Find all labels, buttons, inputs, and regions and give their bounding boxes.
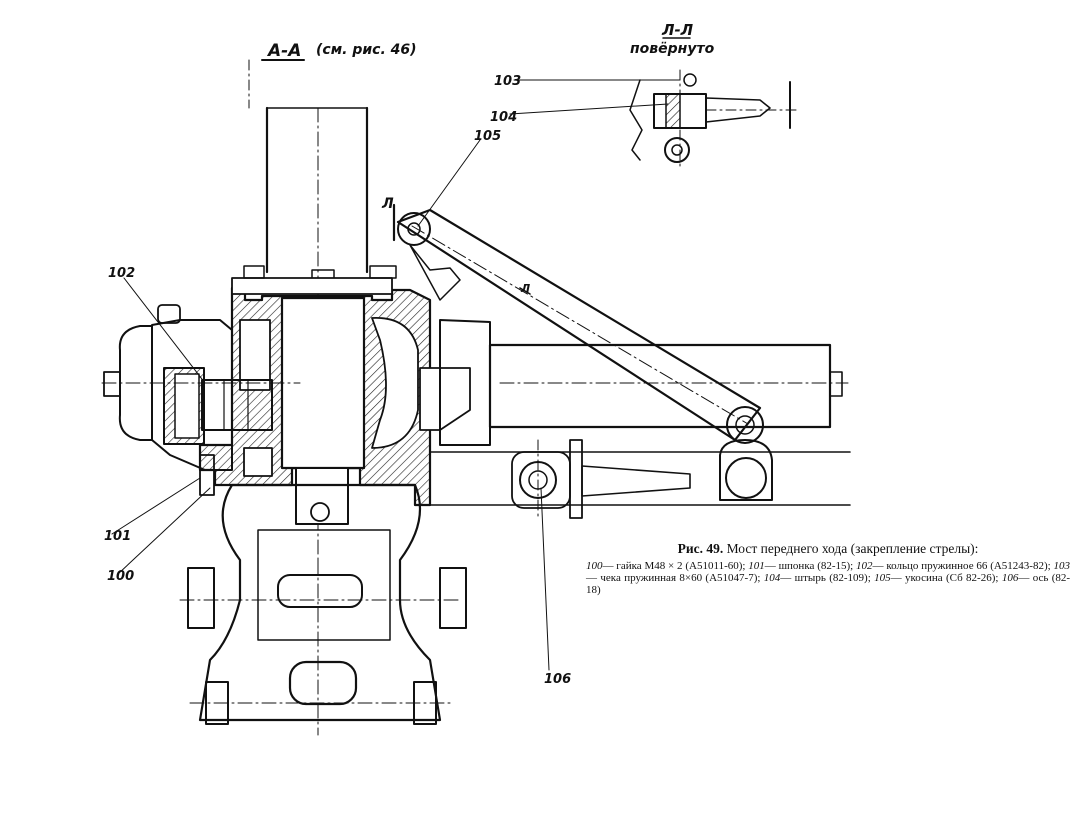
section-ll-label: Л-Л bbox=[661, 21, 694, 39]
diagonal-brace bbox=[396, 208, 773, 501]
caption-figure-title: Мост переднего хода (закрепление стрелы)… bbox=[726, 541, 979, 556]
callout-101: 101 bbox=[104, 529, 131, 544]
callout-100: 100 bbox=[107, 569, 134, 584]
section-cut-mark: Л bbox=[381, 196, 394, 212]
callout-104: 104 bbox=[490, 110, 517, 125]
section-cut-arrow-label: Л bbox=[520, 282, 530, 295]
callout-106: 106 bbox=[544, 672, 571, 687]
caption-item-101: 101— шпонка (82-15); bbox=[748, 560, 854, 572]
section-aa-label: А-А bbox=[266, 41, 301, 61]
leader-lines bbox=[111, 79, 681, 671]
axle-tube bbox=[429, 319, 851, 521]
caption-item-106: 106— ось (82-18) bbox=[586, 572, 1071, 596]
detail-ll bbox=[629, 69, 801, 171]
left-hub bbox=[101, 304, 301, 496]
callout-103: 103 bbox=[494, 74, 521, 89]
caption-item-103: 103— чека пружинная 8×60 (A51047-7); bbox=[586, 560, 1070, 584]
caption-item-104: 104— штырь (82-109); bbox=[763, 572, 871, 584]
figure-caption: Рис. 49. Мост переднего хода (закреплени… bbox=[586, 541, 1070, 596]
caption-figure-number: Рис. 49. bbox=[677, 541, 724, 556]
callout-102: 102 bbox=[108, 266, 135, 281]
caption-item-105: 105— укосина (Сб 82-26); bbox=[874, 572, 999, 584]
lower-body bbox=[179, 483, 467, 736]
caption-item-100: 100— гайка M48 × 2 (A51011-60); bbox=[586, 560, 746, 572]
section-aa-title bbox=[248, 59, 305, 109]
section-aa-reference: (см. рис. 46) bbox=[316, 42, 417, 58]
section-ll-rotated-label: повёрнуто bbox=[630, 41, 715, 57]
caption-title: Рис. 49. Мост переднего хода (закреплени… bbox=[586, 541, 1070, 557]
callout-105: 105 bbox=[474, 129, 501, 144]
caption-item-102: 102— кольцо пружинное 66 (A51243-82); bbox=[856, 560, 1051, 572]
